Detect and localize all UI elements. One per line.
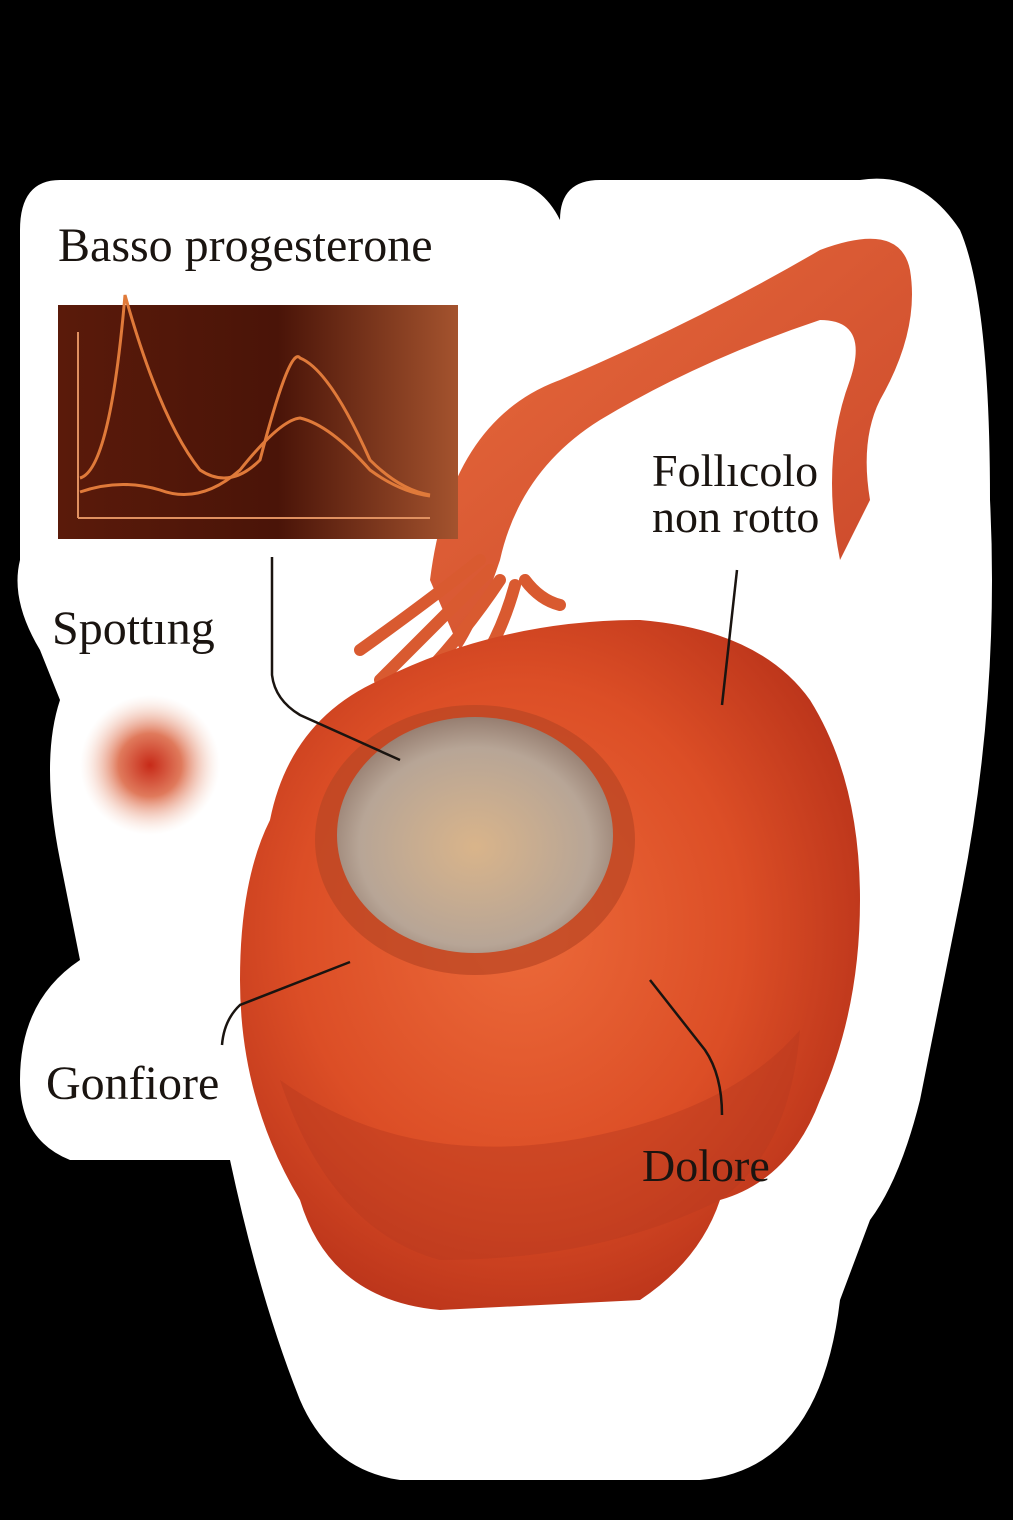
ovary-lower-shadow [280, 1030, 800, 1260]
chart-line-1 [79, 294, 431, 497]
label-spotting: Spottıng [52, 602, 215, 655]
leader-lines [220, 557, 739, 1116]
leader-follicle [720, 569, 739, 706]
label-pain: Dolore [642, 1140, 770, 1191]
leader-swelling [220, 960, 351, 1046]
label-follicle-line1: Follıcolo [652, 445, 819, 496]
spotting-stain [80, 695, 220, 835]
leader-pain [649, 979, 724, 1116]
chart-line-2 [79, 416, 431, 498]
leader-progesterone [270, 557, 401, 762]
label-follicle-line2: non rotto [652, 491, 820, 542]
label-swelling: Gonfiore [46, 1057, 220, 1110]
follicle [337, 717, 613, 953]
label-unruptured-follicle: Follıcolo non rotto [652, 448, 819, 540]
progesterone-chart [58, 294, 458, 539]
label-low-progesterone: Basso progesterone [58, 219, 433, 272]
